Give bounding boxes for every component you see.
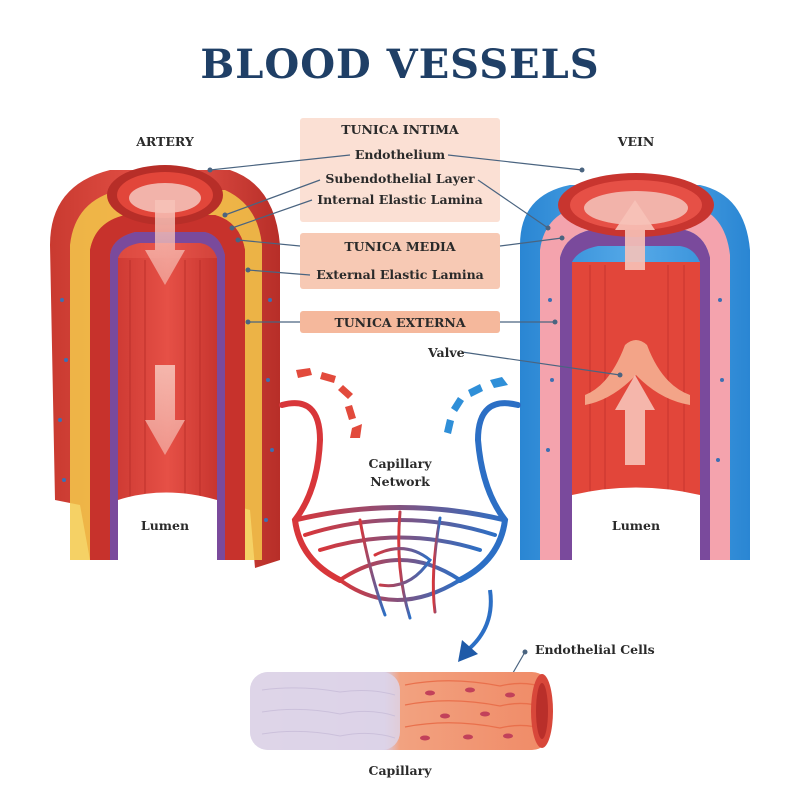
label-tunica-media: TUNICA MEDIA — [344, 239, 456, 254]
label-capillary-network-2: Network — [370, 474, 430, 489]
label-capillary: Capillary — [369, 763, 433, 778]
tunica-externa-box — [300, 311, 500, 333]
tunica-intima-box — [300, 118, 500, 222]
leader-lines — [209, 154, 621, 679]
label-lumen-vein: Lumen — [612, 518, 660, 533]
label-capillary-network-1: Capillary — [369, 456, 433, 471]
flow-arrows — [296, 368, 508, 662]
label-endothelium: Endothelium — [355, 147, 445, 162]
vein-vessel — [520, 173, 750, 560]
label-lumen-artery: Lumen — [141, 518, 189, 533]
label-vein: VEIN — [617, 134, 655, 149]
artery-vessel — [50, 165, 280, 568]
label-artery: ARTERY — [135, 134, 195, 149]
label-subendothelial: Subendothelial Layer — [325, 171, 475, 186]
label-valve: Valve — [427, 345, 465, 360]
label-tunica-externa: TUNICA EXTERNA — [334, 315, 465, 330]
page-title: BLOOD VESSELS — [200, 41, 599, 88]
capillary-network — [279, 400, 521, 620]
label-external-elastic: External Elastic Lamina — [316, 267, 484, 282]
label-endothelial-cells: Endothelial Cells — [535, 642, 655, 657]
tunica-media-box — [300, 233, 500, 289]
capillary-tube — [250, 672, 553, 750]
label-tunica-intima: TUNICA INTIMA — [341, 122, 459, 137]
label-internal-elastic: Internal Elastic Lamina — [317, 192, 483, 207]
